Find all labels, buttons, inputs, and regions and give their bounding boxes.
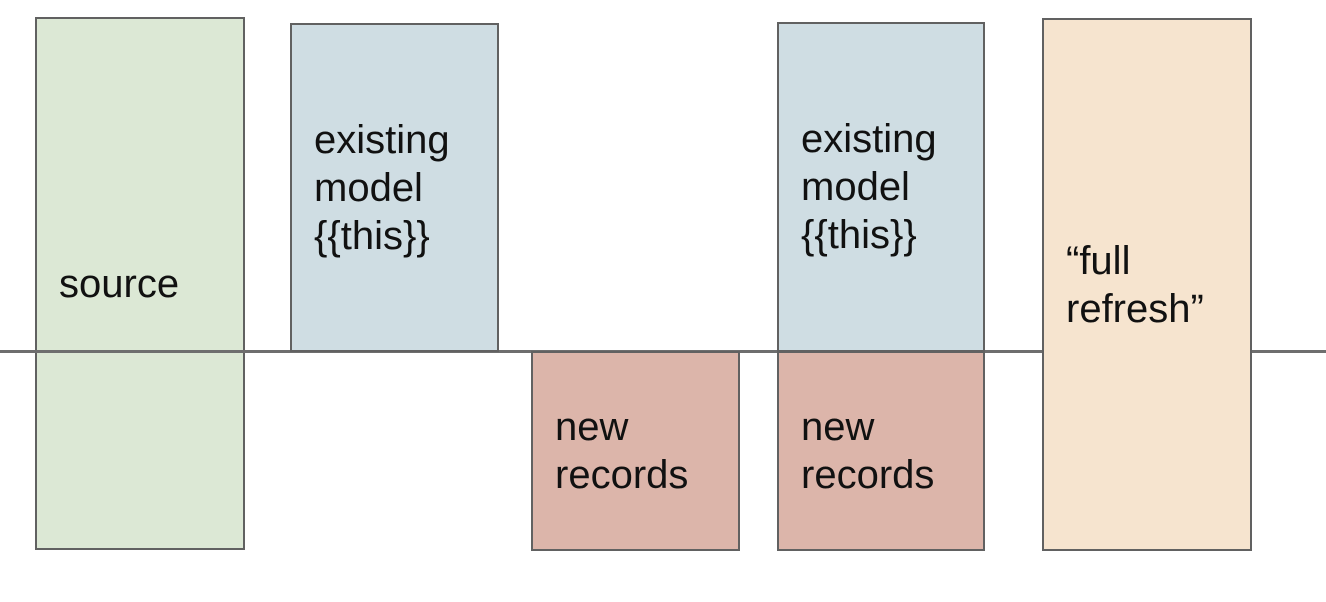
new-records-left-box: new records (531, 351, 740, 551)
new-records-right-label: new records (801, 405, 935, 497)
existing-model-left-label: existing model {{this}} (314, 117, 450, 258)
new-records-right-box: new records (777, 351, 985, 551)
existing-model-left-box: existing model {{this}} (290, 23, 499, 352)
existing-model-right-label: existing model {{this}} (801, 117, 937, 257)
full-refresh-box: “full refresh” (1042, 18, 1252, 551)
source-label: source (59, 261, 180, 306)
source-box: source (35, 17, 245, 550)
new-records-left-label: new records (555, 405, 689, 497)
full-refresh-label: “full refresh” (1066, 238, 1204, 331)
existing-model-right-box: existing model {{this}} (777, 22, 985, 352)
